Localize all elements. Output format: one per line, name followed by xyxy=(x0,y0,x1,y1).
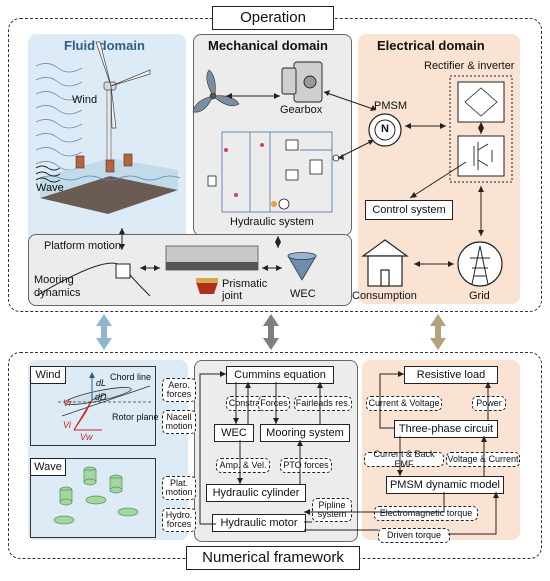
vi-symbol: Vi xyxy=(63,420,71,430)
vr-symbol: Vr xyxy=(63,398,72,408)
fluid-domain-header: Fluid domain xyxy=(64,38,145,53)
wave-lines xyxy=(35,165,61,183)
plat-motion-tag: Plat. motion xyxy=(162,476,196,500)
pipline-tag: Pipline system xyxy=(312,498,352,522)
three-phase-box: Three-phase circuit xyxy=(394,420,498,438)
numerical-title: Numerical framework xyxy=(186,546,360,570)
fairleads-tag: Fairleads res. xyxy=(294,396,352,411)
house-icon xyxy=(361,239,409,287)
wave-label: Wave xyxy=(36,182,64,194)
driven-torque-tag: Driven torque xyxy=(378,528,450,543)
forces-tag: Forces xyxy=(258,396,290,411)
rotor-plane-label: Rotor plane xyxy=(112,412,159,422)
power-tag: Power xyxy=(472,396,506,411)
tan-link-arrow xyxy=(430,314,446,350)
consumption-label: Consumption xyxy=(352,290,417,302)
dd-symbol: dD xyxy=(95,392,107,402)
hydraulic-cylinder-box: Hydraulic cylinder xyxy=(206,484,306,502)
wec-label: WEC xyxy=(290,288,316,300)
nacell-motion-tag: Nacell motion xyxy=(162,410,196,434)
wec-box: WEC xyxy=(214,424,254,442)
em-torque-tag: Electromagnetic torque xyxy=(374,506,478,521)
pto-forces-tag: PTO forces xyxy=(280,458,332,473)
operation-title: Operation xyxy=(212,6,334,30)
electrical-domain-header: Electrical domain xyxy=(377,38,485,53)
mechanical-domain-header: Mechanical domain xyxy=(208,38,328,53)
amp-vel-tag: Amp. & Vel. xyxy=(216,458,270,473)
rotor-icon xyxy=(192,69,240,113)
gearbox-icon xyxy=(281,61,323,103)
pmsm-label: PMSM xyxy=(374,100,407,112)
gray-link-arrow xyxy=(263,314,279,350)
wind-tag: Wind xyxy=(30,366,66,384)
blue-link-arrow xyxy=(96,314,112,350)
mooring-system-box: Mooring system xyxy=(260,424,350,442)
control-system-box: Control system xyxy=(365,200,453,220)
aero-forces-tag: Aero. forces xyxy=(162,378,196,402)
grid-tower-icon xyxy=(457,241,503,287)
hydraulic-motor-box: Hydraulic motor xyxy=(212,514,306,532)
prismatic-joint-label: Prismatic joint xyxy=(222,278,268,303)
pmsm-model-box: PMSM dynamic model xyxy=(386,476,504,494)
wind-label: Wind xyxy=(72,94,98,106)
mooring-dynamics-label: Mooring dynamics xyxy=(34,274,81,299)
pmsm-n-label: N xyxy=(381,123,389,135)
chord-line-label: Chord line xyxy=(110,372,152,382)
rectifier-label: Rectifier & inverter xyxy=(424,60,515,72)
resistive-load-box: Resistive load xyxy=(404,366,498,384)
platform-motion-label: Platform motion xyxy=(44,240,122,252)
grid-label: Grid xyxy=(469,290,490,302)
current-emf-tag: Current & Back EMF xyxy=(364,449,444,468)
pmsm-icon xyxy=(368,113,402,147)
hydraulic-circuit xyxy=(221,131,333,213)
voltage-current-tag: Voltage & Current xyxy=(446,452,520,467)
mech-arrows xyxy=(226,91,377,159)
vw-symbol: Vw xyxy=(80,432,93,442)
gearbox-label: Gearbox xyxy=(280,104,323,116)
hydro-forces-tag: Hydro. forces xyxy=(162,508,196,532)
hydraulic-system-label: Hydraulic system xyxy=(230,216,314,228)
current-voltage-tag: Current & Voltage xyxy=(366,396,442,411)
wave-tag: Wave xyxy=(30,458,66,476)
dl-symbol: dL xyxy=(96,378,107,388)
cummins-equation-box: Cummins equation xyxy=(226,366,334,384)
